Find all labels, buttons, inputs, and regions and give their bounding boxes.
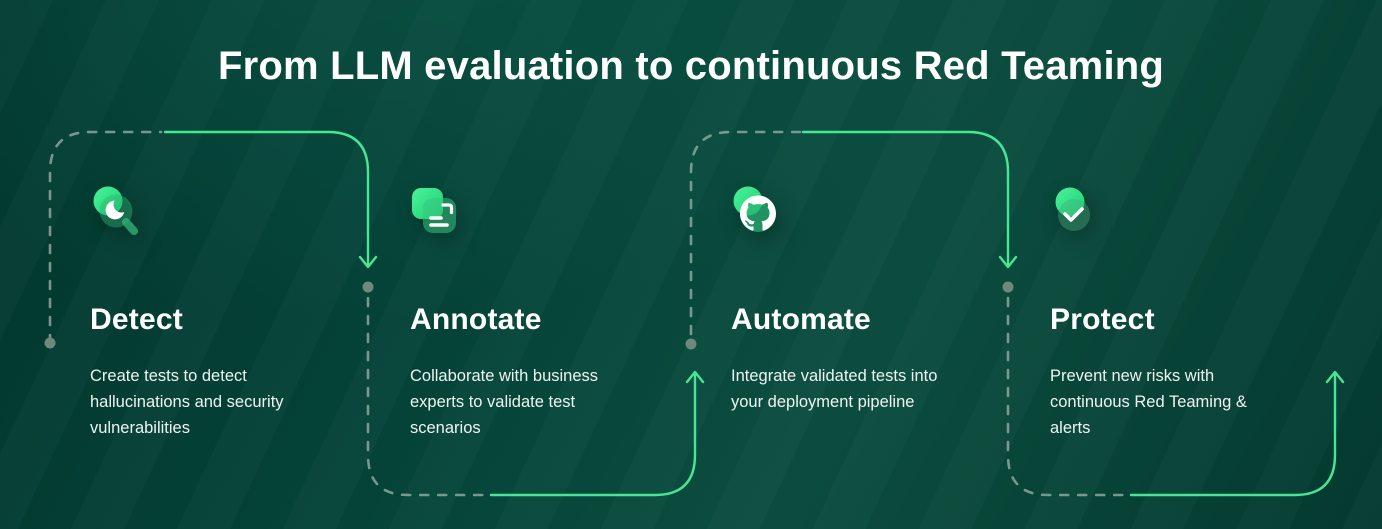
arrow-detect-to-annotate [163,130,378,269]
step-title-automate: Automate [731,303,871,336]
step-card-automate: Automate Integrate validated tests into … [729,185,989,465]
arrow-annotate-to-automate [489,370,705,497]
step-title-annotate: Annotate [410,303,542,336]
node-dot-1 [44,337,56,349]
documents-icon [412,188,456,233]
node-dot-2 [362,281,374,293]
dashed-connector-automate [689,130,802,336]
arrow-automate-to-protect [801,130,1018,269]
node-dot-3 [685,338,697,350]
step-title-detect: Detect [90,303,183,336]
step-description-automate: Integrate validated tests into your depl… [731,367,938,411]
github-icon [733,186,776,232]
dashed-connector-protect [1006,296,1130,497]
step-description-annotate: Collaborate with business experts to val… [410,367,599,437]
dashed-connector-annotate [366,296,490,497]
step-description-protect: Prevent new risks with continuous Red Te… [1050,367,1247,437]
step-card-detect: Detect Create tests to detect hallucinat… [88,185,348,465]
shield-check-icon [1055,187,1090,231]
node-dot-4 [1002,281,1014,293]
step-description-detect: Create tests to detect hallucinations an… [90,367,284,437]
step-card-protect: Protect Prevent new risks with continuou… [1048,185,1308,465]
step-card-annotate: Annotate Collaborate with business exper… [408,185,668,465]
step-title-protect: Protect [1050,303,1155,336]
dashed-connector-detect [48,130,163,345]
magnifier-icon [93,186,138,235]
page-title: From LLM evaluation to continuous Red Te… [217,44,1165,88]
arrow-protect-loop [1129,370,1345,497]
